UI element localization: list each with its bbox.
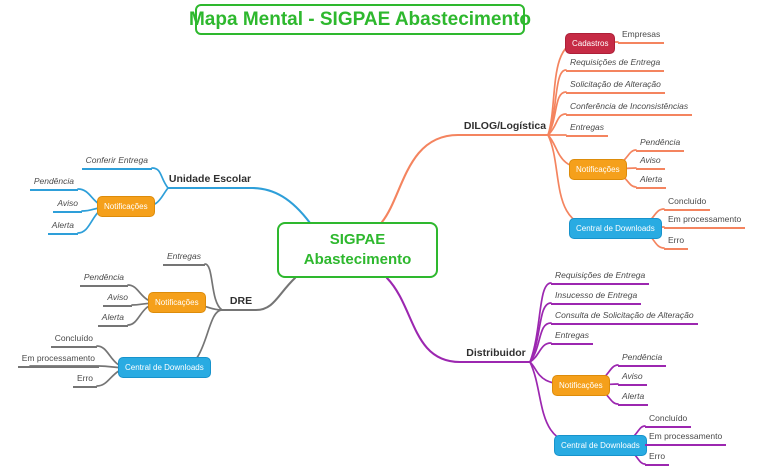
node-erro[interactable]: Erro xyxy=(664,234,689,250)
branch-label-dre[interactable]: DRE xyxy=(229,295,253,307)
node-em-processamento[interactable]: Em processamento xyxy=(664,213,746,229)
branch-label-distribuidor[interactable]: Distribuidor xyxy=(466,347,526,359)
edge-dre xyxy=(220,276,297,312)
node-requisicoes-entrega[interactable]: Requisições de Entrega xyxy=(551,269,650,285)
node-conferir-entrega[interactable]: Conferir Entrega xyxy=(81,154,152,170)
node-concluido[interactable]: Concluído xyxy=(50,332,97,348)
node-alerta[interactable]: Alerta xyxy=(97,311,128,327)
node-concluido[interactable]: Concluído xyxy=(664,195,711,211)
node-entregas[interactable]: Entregas xyxy=(162,250,205,266)
node-em-processamento[interactable]: Em processamento xyxy=(645,430,727,446)
node-notificacoes-box[interactable]: Notificações xyxy=(552,375,610,396)
node-pendencia[interactable]: Pendência xyxy=(636,136,685,152)
node-aviso[interactable]: Aviso xyxy=(636,154,665,170)
node-alerta[interactable]: Alerta xyxy=(47,219,78,235)
node-notificacoes-box[interactable]: Notificações xyxy=(97,196,155,217)
node-entregas[interactable]: Entregas xyxy=(551,329,594,345)
node-notificacoes-box[interactable]: Notificações xyxy=(148,292,206,313)
edge-dilog-solicitacao xyxy=(547,91,567,136)
edge-dilog xyxy=(380,133,550,224)
node-em-processamento[interactable]: Em processamento xyxy=(17,352,99,368)
node-alerta[interactable]: Alerta xyxy=(618,390,649,406)
node-requisicoes-entrega[interactable]: Requisições de Entrega xyxy=(566,56,665,72)
node-central-downloads-box[interactable]: Central de Downloads xyxy=(118,357,211,378)
node-consulta-solicitacao-alteracao[interactable]: Consulta de Solicitação de Alteração xyxy=(551,309,698,325)
edge-unidade-escolar xyxy=(166,186,312,225)
node-concluido[interactable]: Concluído xyxy=(645,412,692,428)
title-box: Mapa Mental - SIGPAE Abastecimento xyxy=(189,4,531,35)
node-solicitacao-alteracao[interactable]: Solicitação de Alteração xyxy=(566,78,665,94)
edge-dist-consulta xyxy=(529,322,552,363)
node-pendencia[interactable]: Pendência xyxy=(29,175,78,191)
node-insucesso-entrega[interactable]: Insucesso de Entrega xyxy=(551,289,642,305)
edge-dist-insucesso xyxy=(529,302,552,363)
edge-distribuidor xyxy=(385,276,532,364)
edge-dilog-conferencia xyxy=(547,113,567,136)
node-aviso[interactable]: Aviso xyxy=(618,370,647,386)
root-line2: Abastecimento xyxy=(303,251,412,268)
node-pendencia[interactable]: Pendência xyxy=(79,271,128,287)
root-line1: SIGPAE xyxy=(329,231,386,248)
edge-dist-entregas xyxy=(529,342,552,363)
node-aviso[interactable]: Aviso xyxy=(53,197,82,213)
node-conferencia-inconsistencias[interactable]: Conferência de Inconsistências xyxy=(566,100,693,116)
node-empresas[interactable]: Empresas xyxy=(618,28,665,44)
node-erro[interactable]: Erro xyxy=(645,450,670,466)
node-erro[interactable]: Erro xyxy=(72,372,97,388)
node-pendencia[interactable]: Pendência xyxy=(618,351,667,367)
branch-label-dilog[interactable]: DILOG/Logística xyxy=(463,120,547,132)
node-entregas[interactable]: Entregas xyxy=(566,121,609,137)
node-cadastros-box[interactable]: Cadastros xyxy=(565,33,616,54)
branch-label-unidade-escolar[interactable]: Unidade Escolar xyxy=(168,173,252,185)
title-text: Mapa Mental - SIGPAE Abastecimento xyxy=(188,8,532,30)
node-central-downloads-box[interactable]: Central de Downloads xyxy=(569,218,662,239)
node-alerta[interactable]: Alerta xyxy=(636,173,667,189)
edge-dre-entregas xyxy=(204,263,223,311)
node-central-downloads-box[interactable]: Central de Downloads xyxy=(554,435,647,456)
edge-conferir-entrega xyxy=(151,167,169,189)
node-aviso[interactable]: Aviso xyxy=(103,291,132,307)
root-node[interactable]: SIGPAE Abastecimento xyxy=(277,222,438,278)
node-notificacoes-box[interactable]: Notificações xyxy=(569,159,627,180)
